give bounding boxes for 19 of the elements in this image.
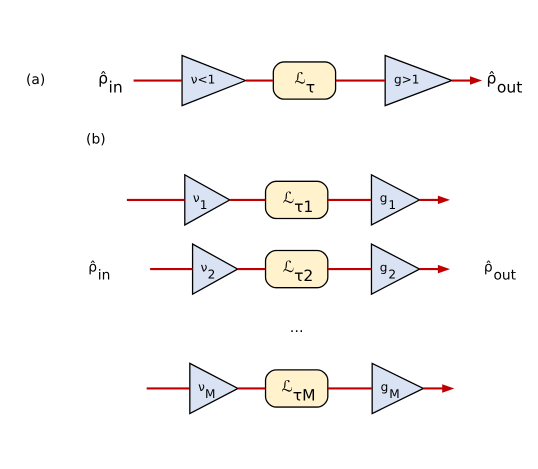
connector bbox=[336, 79, 386, 82]
connector bbox=[230, 198, 266, 201]
arrow bbox=[420, 264, 450, 274]
label: (b) bbox=[86, 132, 106, 148]
connector bbox=[328, 198, 372, 201]
label: (a) bbox=[26, 72, 46, 88]
arrow bbox=[452, 76, 482, 85]
connector bbox=[126, 198, 185, 201]
connector bbox=[146, 387, 190, 390]
connector bbox=[238, 387, 266, 390]
connector bbox=[328, 387, 372, 390]
connector bbox=[238, 268, 266, 270]
connector bbox=[150, 268, 193, 270]
arrow bbox=[420, 196, 450, 204]
connector bbox=[246, 79, 274, 82]
arrow bbox=[423, 384, 454, 393]
connector bbox=[134, 79, 182, 82]
connector bbox=[328, 268, 372, 270]
label: … bbox=[290, 320, 304, 336]
